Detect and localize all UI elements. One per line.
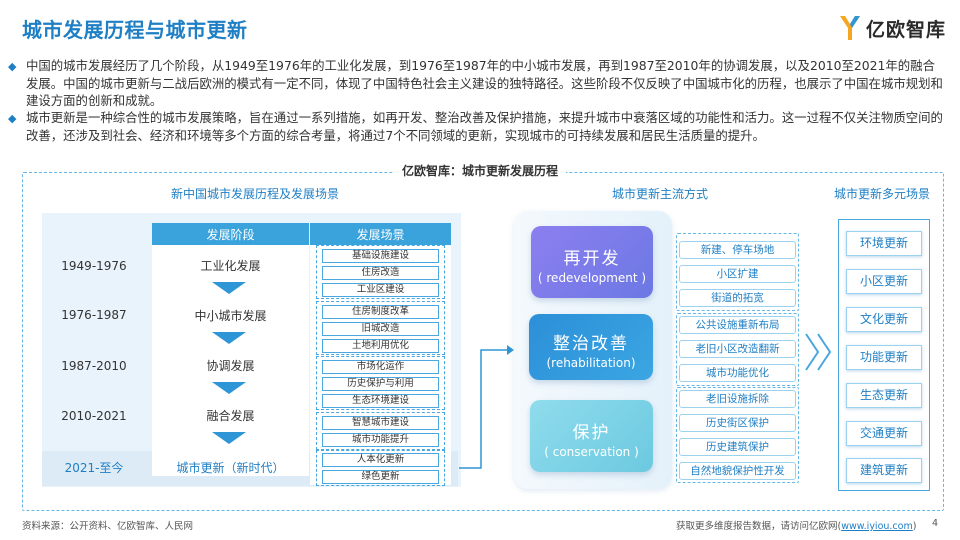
scenario-item: 文化更新 [846, 307, 922, 332]
diamond-bullet-icon: ◆ [8, 60, 17, 73]
stage-label: 协调发展 [206, 359, 255, 373]
scene-item: 土地利用优化 [322, 339, 439, 353]
method-name: 保护 [572, 423, 611, 443]
bullet-paragraph-2: ◆ 城市更新是一种综合性的城市发展策略，旨在通过一系列措施，如再开发、整治改善及… [8, 110, 943, 143]
scene-item: 住房制度改革 [322, 305, 439, 319]
scenario-item: 建筑更新 [846, 458, 922, 483]
down-arrow-icon [212, 382, 246, 394]
method-item: 老旧小区改造翻新 [679, 340, 796, 358]
scene-item: 生态环境建设 [322, 394, 439, 408]
stage-label: 工业化发展 [200, 259, 261, 273]
bullet-paragraph-1: ◆ 中国的城市发展经历了几个阶段，从1949至1976年的工业化发展，到1976… [8, 58, 943, 108]
stage-header: 发展阶段 [152, 223, 309, 245]
scene-item: 绿色更新 [322, 470, 439, 484]
diamond-bullet-icon: ◆ [8, 112, 17, 125]
page-title: 城市发展历程与城市更新 [22, 18, 248, 42]
method-item: 小区扩建 [679, 265, 796, 283]
website-link[interactable]: www.iyiou.com [841, 521, 913, 532]
redevelopment-group [676, 233, 799, 311]
scenario-item: 交通更新 [846, 421, 922, 446]
method-item: 自然地貌保护性开发 [679, 462, 796, 480]
mid-section-title: 城市更新主流方式 [611, 187, 708, 201]
method-item: 新建、停车场地 [679, 241, 796, 259]
scenario-item: 环境更新 [846, 231, 922, 256]
left-section-title: 新中国城市发展历程及发展场景 [170, 187, 339, 201]
year-label: 1976-1987 [61, 308, 127, 322]
scene-group [316, 412, 445, 450]
diagram-title: 亿欧智库：城市更新发展历程 [0, 162, 960, 179]
method-item: 公共设施重新布局 [679, 316, 796, 334]
scene-item: 工业区建设 [322, 283, 439, 297]
method-rehabilitation-card: 整治改善 (rehabilitation) [529, 314, 653, 380]
scene-item: 旧城改造 [322, 322, 439, 336]
scene-item: 基础设施建设 [322, 249, 439, 263]
scene-header: 发展场景 [310, 223, 451, 245]
scene-item: 城市功能提升 [322, 433, 439, 447]
scene-group [316, 450, 445, 486]
year-label: 2010-2021 [61, 409, 127, 423]
year-label: 1987-2010 [61, 359, 127, 373]
year-label: 2021-至今 [64, 461, 124, 475]
method-item: 老旧设施拆除 [679, 390, 796, 408]
down-arrow-icon [212, 282, 246, 294]
scenario-item: 功能更新 [846, 345, 922, 370]
scene-group [316, 356, 445, 410]
stage-label: 中小城市发展 [194, 309, 267, 323]
down-arrow-icon [212, 432, 246, 444]
logo-icon [840, 16, 860, 40]
scene-item: 人本化更新 [322, 453, 439, 467]
method-name: 再开发 [563, 249, 621, 269]
connector-arrow-icon [459, 345, 514, 469]
scene-item: 住房改造 [322, 266, 439, 280]
scene-item: 历史保护与利用 [322, 377, 439, 391]
method-item: 街道的拓宽 [679, 289, 796, 307]
method-item: 历史建筑保护 [679, 438, 796, 456]
scenario-item: 小区更新 [846, 269, 922, 294]
double-chevron-right-icon [805, 333, 832, 371]
conservation-group [676, 387, 799, 483]
stage-label: 城市更新（新时代） [176, 461, 285, 475]
scenario-item: 生态更新 [846, 383, 922, 408]
scene-item: 市场化运作 [322, 360, 439, 374]
year-label: 1949-1976 [61, 259, 127, 273]
right-section-title: 城市更新多元场景 [833, 187, 930, 201]
scene-item: 智慧城市建设 [322, 416, 439, 430]
page-number: 4 [932, 518, 939, 529]
method-conservation-card: 保护 ( conservation ) [530, 400, 653, 472]
scene-group [316, 245, 445, 299]
method-item: 城市功能优化 [679, 364, 796, 382]
source-note: 资料来源：公开资料、亿欧智库、人民网 [22, 521, 194, 532]
footer-more: 获取更多维度报告数据，请访问亿欧网(www.iyiou.com) [676, 521, 917, 532]
method-english: ( redevelopment ) [537, 271, 647, 285]
logo-text: 亿欧智库 [866, 18, 947, 41]
method-redevelopment-card: 再开发 ( redevelopment ) [531, 226, 653, 298]
rehabilitation-group [676, 313, 799, 386]
stage-label: 融合发展 [206, 409, 255, 423]
scene-group [316, 301, 445, 355]
method-english: (rehabilitation) [546, 356, 636, 370]
down-arrow-icon [212, 332, 246, 344]
method-english: ( conservation ) [544, 445, 639, 459]
method-name: 整治改善 [553, 334, 629, 354]
scenarios-box [838, 219, 930, 491]
method-item: 历史街区保护 [679, 414, 796, 432]
logo: 亿欧智库 [838, 12, 950, 44]
